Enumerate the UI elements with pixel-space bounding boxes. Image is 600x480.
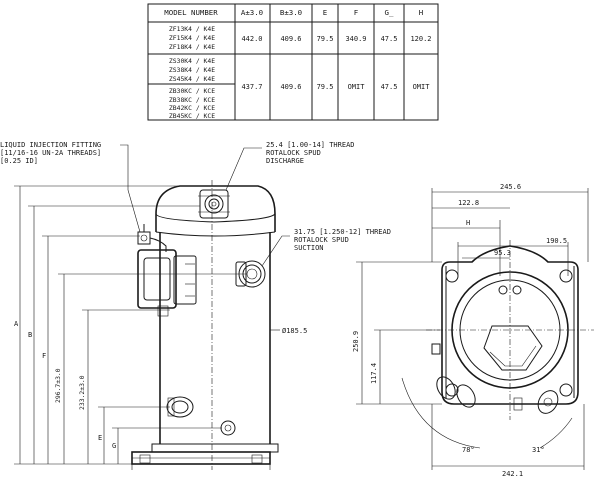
table-cell: 47.5	[381, 83, 398, 91]
annotation-text: DISCHARGE	[266, 157, 304, 165]
table-header-e: E	[323, 8, 327, 17]
dim-117: 117.4	[370, 363, 378, 384]
table-cell: 409.6	[280, 35, 301, 43]
dim-label-a: A	[14, 320, 19, 328]
diameter-label: Ø185.5	[282, 327, 307, 335]
table-model: ZB45KC / KCE	[169, 112, 215, 120]
annotation-text: [0.25 ID]	[0, 157, 38, 165]
discharge-fitting	[198, 189, 230, 219]
table-cell: OMIT	[413, 83, 431, 91]
model-table: MODEL NUMBER A±3.0 B±3.0 E F G_ H ZF13K4…	[147, 3, 439, 121]
table-model: ZS38K4 / K4E	[169, 66, 215, 74]
angle-31: 31°	[532, 446, 545, 454]
table-cell: 409.6	[280, 83, 301, 91]
mounting-base	[131, 443, 279, 470]
table-cell: 79.5	[317, 35, 334, 43]
table-model: ZB38KC / KCE	[169, 96, 215, 104]
annotation-text: 25.4 [1.00-14] THREAD	[266, 141, 355, 149]
annotation-liquid: LIQUID INJECTION FITTING [11/16-16 UN-2A…	[0, 141, 101, 165]
table-model: ZF13K4 / K4E	[169, 25, 215, 33]
table-header-b: B±3.0	[280, 8, 302, 17]
top-view: 78° 31°	[401, 240, 594, 454]
dim-122: 122.8	[458, 199, 479, 207]
liquid-injection-fitting	[137, 224, 167, 252]
annotation-discharge: 25.4 [1.00-14] THREAD ROTALOCK SPUD DISC…	[266, 141, 355, 165]
dim-h: H	[466, 219, 470, 227]
lower-fitting	[166, 396, 194, 418]
angle-78: 78°	[462, 446, 475, 454]
table-model: ZF15K4 / K4E	[169, 34, 215, 42]
table-model: ZB42KC / KCE	[169, 104, 215, 112]
dim-250: 250.9	[352, 331, 360, 352]
top-view-dimensions: 245.6 122.8 H 190.5 95.3 250.9 117.4 242…	[352, 183, 589, 478]
table-cell: 442.0	[241, 35, 262, 43]
sight-fitting	[220, 420, 236, 436]
table-header-g: G_	[385, 8, 394, 17]
dim-233: 233.2±3.0	[78, 375, 86, 410]
dim-190: 190.5	[546, 237, 567, 245]
table-model: ZS45K4 / K4E	[169, 75, 215, 83]
dim-95: 95.3	[494, 249, 511, 257]
table-cell: 79.5	[317, 83, 334, 91]
table-cell: 437.7	[241, 83, 262, 91]
table-cell: 47.5	[381, 35, 398, 43]
dim-label-g: G	[112, 442, 116, 450]
side-view-dimensions: A B F 296.7±3.0 233.2±3.0 E G	[14, 185, 246, 465]
table-model: ZB30KC / KCE	[169, 87, 215, 95]
annotation-text: 31.75 [1.250-12] THREAD	[294, 228, 391, 236]
dim-245: 245.6	[500, 183, 521, 191]
annotation-text: SUCTION	[294, 244, 324, 252]
table-cell: OMIT	[348, 83, 366, 91]
table-header-model: MODEL NUMBER	[164, 8, 218, 17]
top-fitting-right	[537, 390, 559, 414]
top-fitting-left	[436, 376, 476, 408]
dim-label-b: B	[28, 331, 32, 339]
table-header-h: H	[419, 8, 423, 17]
annotation-text: ROTALOCK SPUD	[294, 236, 349, 244]
terminal-box	[137, 249, 197, 317]
dim-label-f: F	[42, 352, 46, 360]
annotation-text: LIQUID INJECTION FITTING	[0, 141, 101, 149]
table-cell: 120.2	[410, 35, 431, 43]
table-model: ZF18K4 / K4E	[169, 43, 215, 51]
annotation-text: ROTALOCK SPUD	[266, 149, 321, 157]
table-header-a: A±3.0	[241, 8, 263, 17]
dim-296: 296.7±3.0	[54, 368, 62, 403]
table-cell: 340.9	[345, 35, 366, 43]
dim-label-e: E	[98, 434, 102, 442]
side-view: A B F 296.7±3.0 233.2±3.0 E G	[14, 144, 307, 470]
table-header-f: F	[354, 8, 359, 17]
table-model: ZS30K4 / K4E	[169, 57, 215, 65]
dim-242: 242.1	[502, 470, 523, 478]
annotation-suction: 31.75 [1.250-12] THREAD ROTALOCK SPUD SU…	[294, 228, 391, 252]
annotation-text: [11/16-16 UN-2A THREADS]	[0, 149, 101, 157]
